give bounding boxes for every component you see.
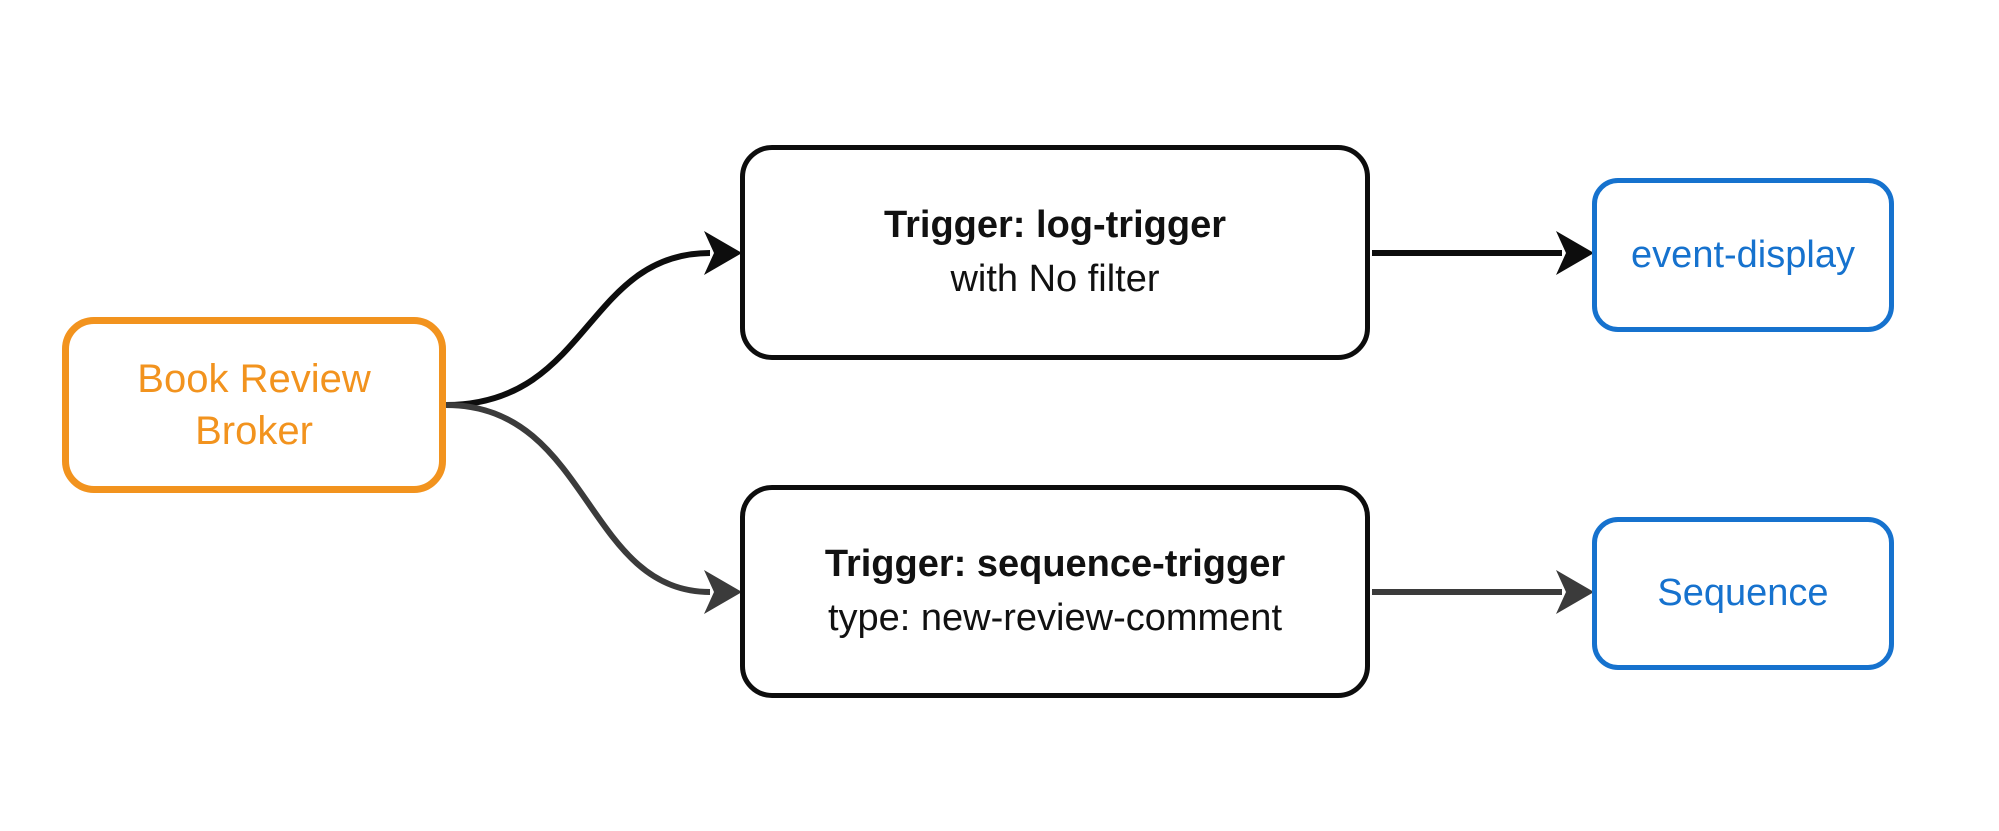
node-event-display: event-display <box>1592 178 1894 332</box>
trigger-log-subtitle: with No filter <box>950 257 1160 300</box>
edge-broker-to-log-trigger <box>445 250 711 408</box>
node-trigger-sequence: Trigger: sequence-trigger type: new-revi… <box>740 485 1370 698</box>
broker-label: Book Review Broker <box>137 357 371 453</box>
arrowhead-event-display-icon <box>1556 231 1594 275</box>
trigger-sequence-title: Trigger: sequence-trigger <box>824 543 1286 586</box>
arrowhead-log-trigger-icon <box>704 231 742 275</box>
arrowhead-sequence-icon <box>1556 570 1594 614</box>
trigger-sequence-subtitle: type: new-review-comment <box>827 596 1283 639</box>
sequence-label: Sequence <box>1657 572 1829 614</box>
edge-broker-to-sequence-trigger <box>445 402 711 595</box>
node-sequence: Sequence <box>1592 517 1894 670</box>
event-display-label: event-display <box>1631 233 1855 276</box>
arrowhead-sequence-trigger-icon <box>704 570 742 614</box>
node-book-review-broker: Book Review Broker <box>62 317 446 493</box>
trigger-log-title: Trigger: log-trigger <box>884 204 1226 247</box>
node-trigger-log: Trigger: log-trigger with No filter <box>740 145 1370 360</box>
